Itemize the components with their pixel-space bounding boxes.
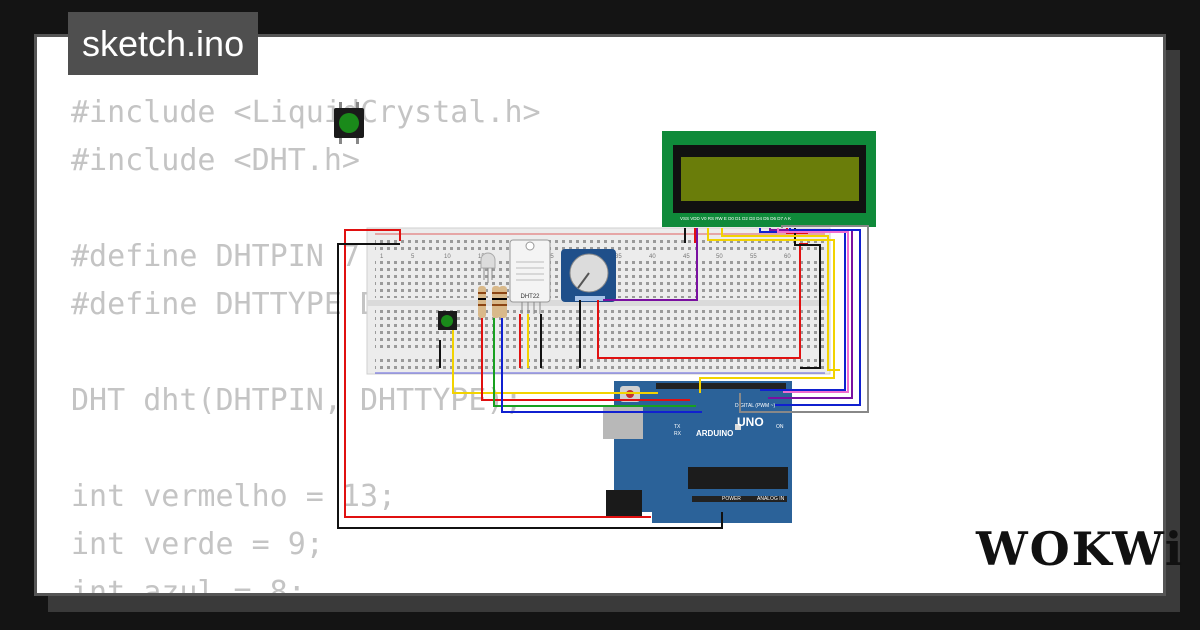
arduino-uno: UNO ARDUINO DIGITAL (PWM ~) POWER ANALOG… [603, 381, 792, 523]
code-line: #include <DHT.h> [71, 143, 360, 178]
arduino-brand-label: ARDUINO [696, 429, 733, 438]
arduino-rx-label: RX [674, 431, 682, 437]
arduino-model-label: UNO [737, 415, 764, 429]
potentiometer[interactable] [561, 249, 616, 302]
lcd-display: VSS VDD V0 RS RW E D0 D1 D2 D3 D4 D5 D6 … [662, 131, 876, 227]
wire-blue [775, 228, 861, 406]
wire-purple [603, 228, 698, 301]
arduino-on-label: ON [776, 424, 784, 430]
wire-yellow [452, 330, 658, 394]
column-number: 25 [547, 254, 554, 260]
column-number: 1 [380, 254, 384, 260]
wokwi-logo: WOKWi [976, 522, 1185, 576]
column-number: 50 [716, 254, 723, 260]
wire-black [337, 243, 723, 529]
column-number: 5 [411, 254, 415, 260]
wire-gray [739, 225, 869, 413]
arduino-analog-label: ANALOG IN [757, 496, 785, 502]
wire-green [493, 318, 696, 407]
code-background: #include <LiquidCrystal.h> #include <DHT.… [71, 89, 541, 596]
arduino-tx-label: TX [674, 424, 681, 430]
wire-red [344, 229, 651, 518]
pushbutton-top[interactable] [334, 102, 364, 144]
code-line: #define DHTPIN 7 [71, 239, 360, 274]
wire-red [481, 318, 690, 401]
lcd-pin-labels: VSS VDD V0 RS RW E D0 D1 D2 D3 D4 D5 D6 … [680, 216, 791, 221]
column-number: 10 [444, 254, 451, 260]
code-line: int vermelho = 13; [71, 479, 397, 514]
resistor-1[interactable] [478, 286, 486, 318]
arduino-power-label: POWER [722, 496, 741, 502]
column-number: 35 [615, 254, 622, 260]
code-line: #include <LiquidCrystal.h> [71, 95, 541, 130]
arduino-digital-label: DIGITAL (PWM ~) [735, 403, 775, 409]
dht22-sensor[interactable]: DHT22 [509, 239, 551, 314]
column-number: 45 [683, 254, 690, 260]
column-number: 60 [784, 254, 791, 260]
resistor-3[interactable] [499, 286, 507, 318]
column-number: 55 [750, 254, 757, 260]
rgb-led[interactable] [480, 252, 496, 283]
resistor-2[interactable] [492, 286, 500, 318]
wire-blue [501, 318, 702, 413]
dht22-label: DHT22 [520, 294, 540, 300]
code-line: int azul = 8; [71, 575, 306, 596]
column-number: 40 [649, 254, 656, 260]
pushbutton-breadboard[interactable] [438, 311, 457, 330]
wire-yellow [699, 228, 835, 393]
wire-pink [777, 228, 849, 393]
code-line: int verde = 9; [71, 527, 324, 562]
wire-yellow [721, 228, 840, 371]
file-name-tag: sketch.ino [68, 12, 259, 75]
wires [337, 225, 869, 529]
